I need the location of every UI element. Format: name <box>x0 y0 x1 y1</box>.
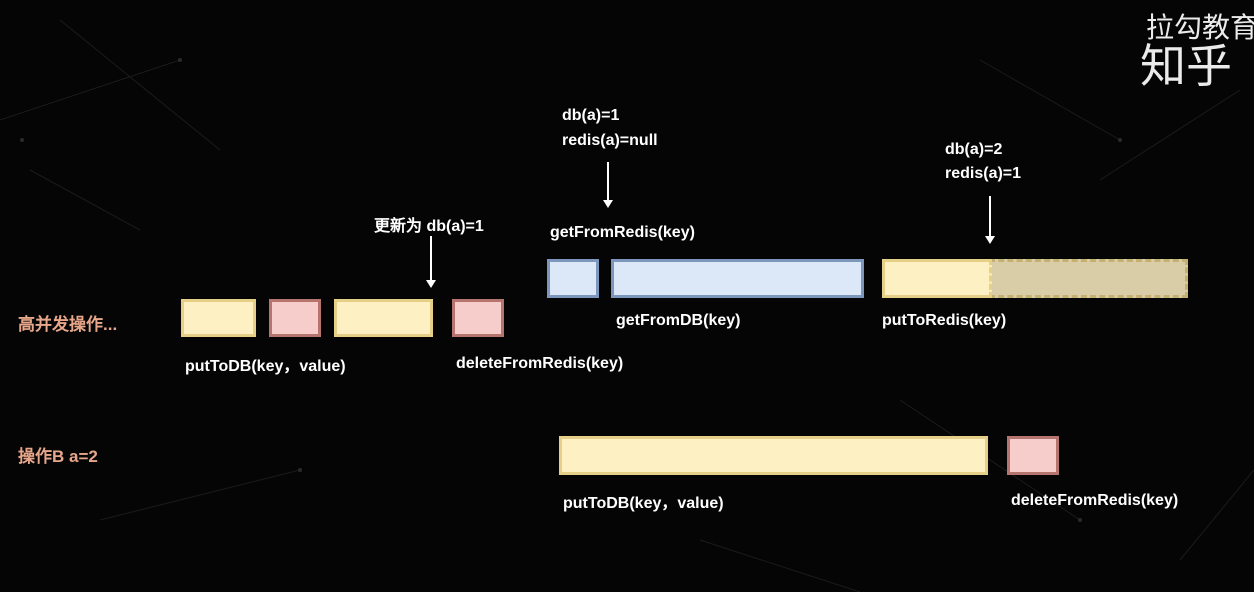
row-label-operation-b: 操作B a=2 <box>18 447 98 466</box>
put-to-redis-continuation-block <box>989 259 1188 298</box>
put-to-db-block-2 <box>334 299 433 337</box>
annotation-state2-db: db(a)=2 <box>945 141 1003 158</box>
annotation-state2-redis: redis(a)=1 <box>945 165 1022 182</box>
get-from-db-block <box>611 259 864 298</box>
put-to-db-block-b <box>559 436 988 475</box>
annotation-state1-redis: redis(a)=null <box>562 132 658 149</box>
label-get-from-db: getFromDB(key) <box>616 312 741 329</box>
delete-redis-block-2 <box>452 299 504 337</box>
watermark-zhihu: 知乎 <box>1140 39 1232 93</box>
arrow-update-db <box>426 236 436 288</box>
label-delete-from-redis-b: deleteFromRedis(key) <box>1011 492 1179 509</box>
annotation-state1-db: db(a)=1 <box>562 107 620 124</box>
label-put-to-db-a: putToDB(key，value) <box>185 358 346 375</box>
label-get-from-redis: getFromRedis(key) <box>550 224 695 241</box>
put-to-redis-block <box>882 259 992 298</box>
label-put-to-redis: putToRedis(key) <box>882 312 1007 329</box>
row-label-concurrent: 高并发操作... <box>18 315 118 334</box>
delete-redis-block-1 <box>269 299 321 337</box>
label-put-to-db-b: putToDB(key，value) <box>563 495 724 512</box>
watermark-lagou: 拉勾教育 <box>1146 11 1254 44</box>
put-to-db-block-1 <box>181 299 256 337</box>
label-delete-from-redis-a: deleteFromRedis(key) <box>456 355 624 372</box>
get-from-redis-block <box>547 259 599 298</box>
annotation-update-db: 更新为 db(a)=1 <box>374 218 484 235</box>
arrow-state1 <box>603 162 613 208</box>
arrow-state2 <box>985 196 995 244</box>
delete-redis-block-b <box>1007 436 1059 475</box>
